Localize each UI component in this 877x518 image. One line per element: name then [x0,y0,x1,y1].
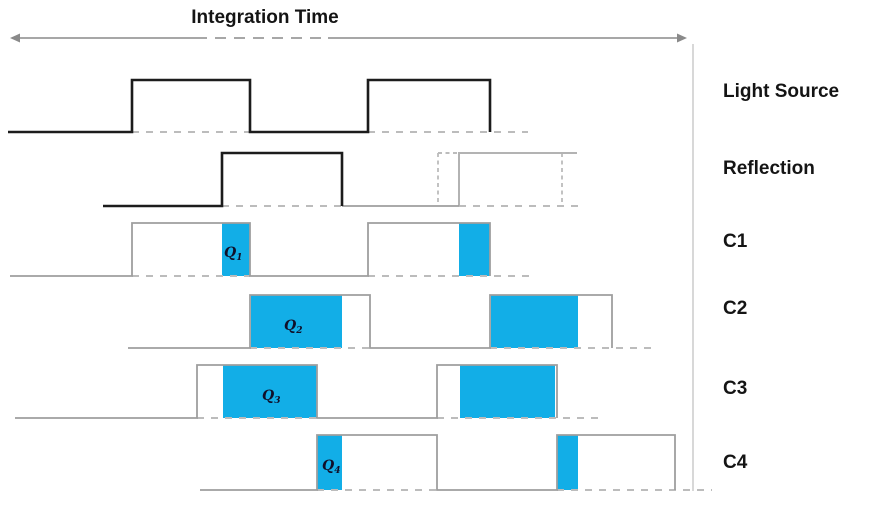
c2-charge-fill [491,295,578,348]
row-label-c1: C1 [723,231,748,252]
c3-charge-fill [223,365,317,418]
row-label-c3: C3 [723,378,748,399]
c2-charge-fill [251,295,342,348]
c4-waveform [200,434,676,491]
c3-charge-fill [460,365,555,418]
arrow-head-left-icon [10,33,20,43]
light-source-waveform [8,78,492,134]
reflection-waveform [458,152,577,206]
row-label-c2: C2 [723,298,748,319]
row-label-reflection: Reflection [723,158,815,179]
c2-waveform [128,294,613,349]
reflection-waveform [103,151,344,208]
c1-charge-fill [222,223,250,276]
integration-time-title: Integration Time [191,7,339,28]
c4-charge-fill [317,435,342,490]
row-label-light-source: Light Source [723,81,840,102]
arrow-head-right-icon [677,33,687,43]
row-label-c4: C4 [723,452,748,473]
c1-waveform [10,222,491,277]
c1-charge-fill [459,223,490,276]
c4-charge-fill [557,435,578,490]
c3-waveform [15,364,558,419]
